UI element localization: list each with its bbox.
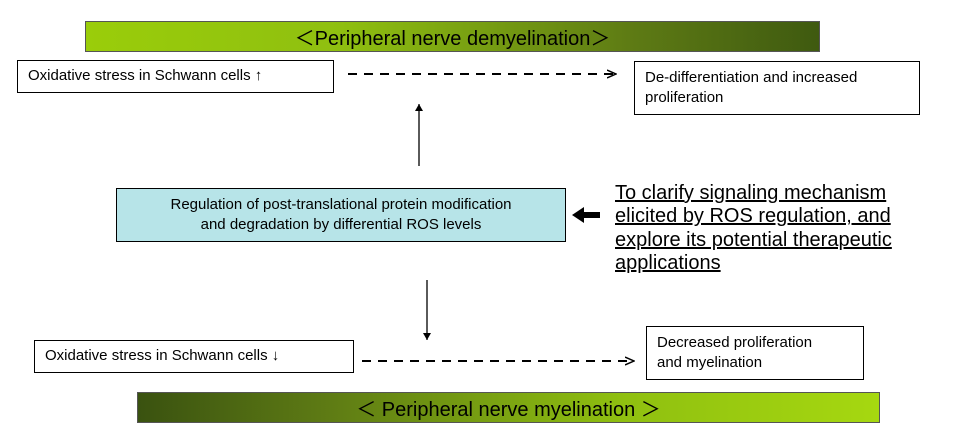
decreased-proliferation-label-line2: and myelination [657,354,763,371]
myelination-banner: ＜ Peripheral nerve myelination ＞ [137,392,880,423]
research-goal-line1: To clarify signaling mechanism [615,182,887,204]
bold-left-arrow-icon [572,207,600,223]
research-goal-line3: explore its potential therapeutic [615,228,892,251]
decreased-proliferation-label-line1: Decreased proliferation [657,333,813,351]
oxidative-stress-decrease-box: Oxidative stress in Schwann cells ↓ [34,340,354,373]
demyelination-banner-label: ＜Peripheral nerve demyelination＞ [294,28,611,50]
decreased-proliferation-box: Decreased proliferation and myelination [646,326,864,380]
ros-regulation-box: Regulation of post-translational protein… [116,188,566,242]
demyelination-banner: ＜Peripheral nerve demyelination＞ [85,21,820,52]
oxidative-stress-increase-box: Oxidative stress in Schwann cells ↑ [17,60,334,93]
dedifferentiation-label-line1: De-differentiation and increased [645,68,858,86]
research-goal-line2: elicited by ROS regulation, and [615,205,891,228]
dedifferentiation-label-line2: proliferation [645,89,724,106]
dedifferentiation-box: De-differentiation and increased prolife… [634,61,920,115]
oxidative-stress-decrease-label: Oxidative stress in Schwann cells ↓ [45,347,280,365]
oxidative-stress-increase-label: Oxidative stress in Schwann cells ↑ [28,67,263,85]
ros-regulation-label-line1: Regulation of post-translational protein… [170,195,512,213]
myelination-banner-label: ＜ Peripheral nerve myelination ＞ [356,399,661,421]
research-goal-line4: applications [615,252,721,275]
ros-regulation-label-line2: and degradation by differential ROS leve… [200,216,482,233]
research-goal-text: To clarify signaling mechanism elicited … [615,182,955,276]
